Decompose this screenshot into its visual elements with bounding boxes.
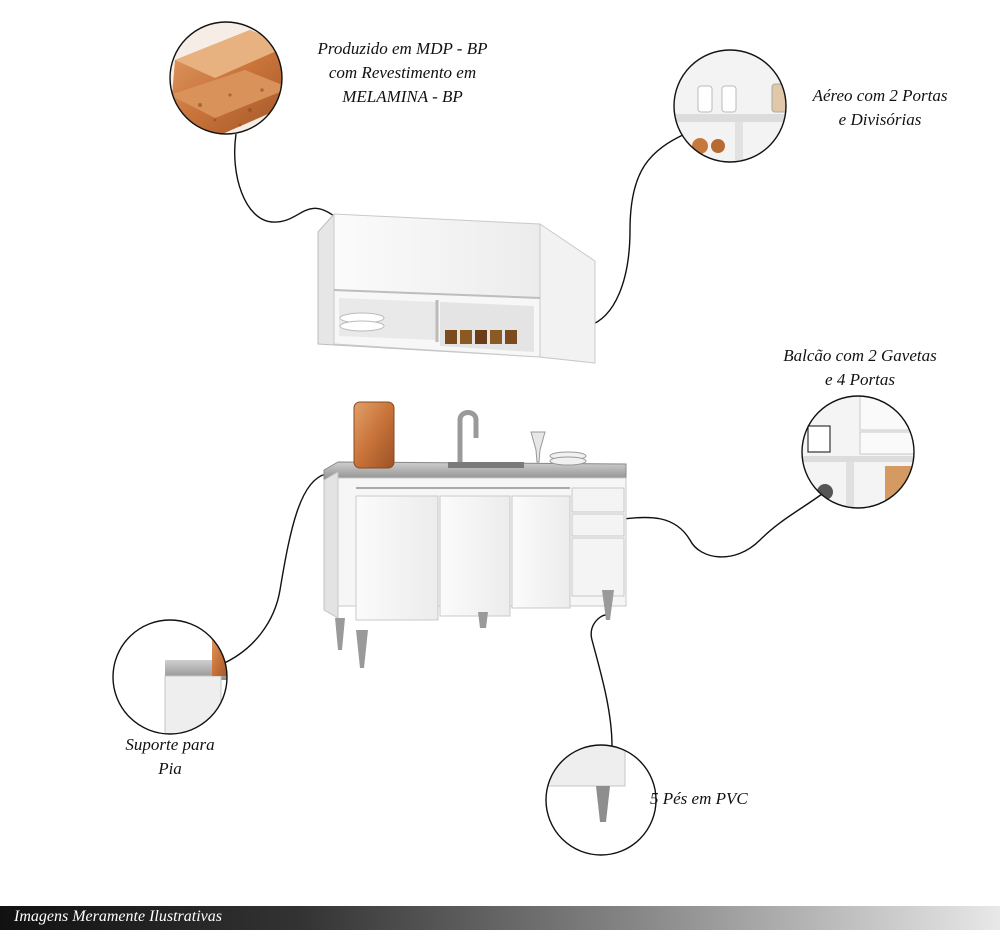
- callout-circle-suporte: [112, 619, 228, 735]
- footer-banner: Imagens Meramente Ilustrativas: [0, 906, 1000, 930]
- callout-label-balcao: Balcão com 2 Gavetas e 4 Portas: [783, 346, 937, 389]
- callout-label-aereo: Aéreo com 2 Portas e Divisórias: [812, 86, 948, 129]
- callout-label-pes: 5 Pés em PVC: [650, 789, 748, 808]
- connector-aereo: [587, 132, 688, 327]
- connector-balcao: [614, 493, 823, 558]
- lower-cabinet: [323, 401, 627, 668]
- callout-label-mdp: Produzido em MDP - BP com Revestimento e…: [317, 39, 488, 106]
- connector-pes: [590, 614, 613, 747]
- footer-disclaimer: Imagens Meramente Ilustrativas: [14, 908, 222, 925]
- connector-mdp: [234, 133, 335, 223]
- callout-circle-balcao: [801, 395, 915, 509]
- callout-circle-pes: [545, 744, 657, 856]
- upper-cabinet: [317, 213, 596, 364]
- connector-suporte: [219, 473, 327, 666]
- callout-label-suporte: Suporte para Pia: [125, 735, 215, 778]
- callout-circle-mdp: [169, 21, 283, 135]
- connector-lines: [219, 132, 823, 747]
- callout-circle-aereo: [673, 49, 787, 163]
